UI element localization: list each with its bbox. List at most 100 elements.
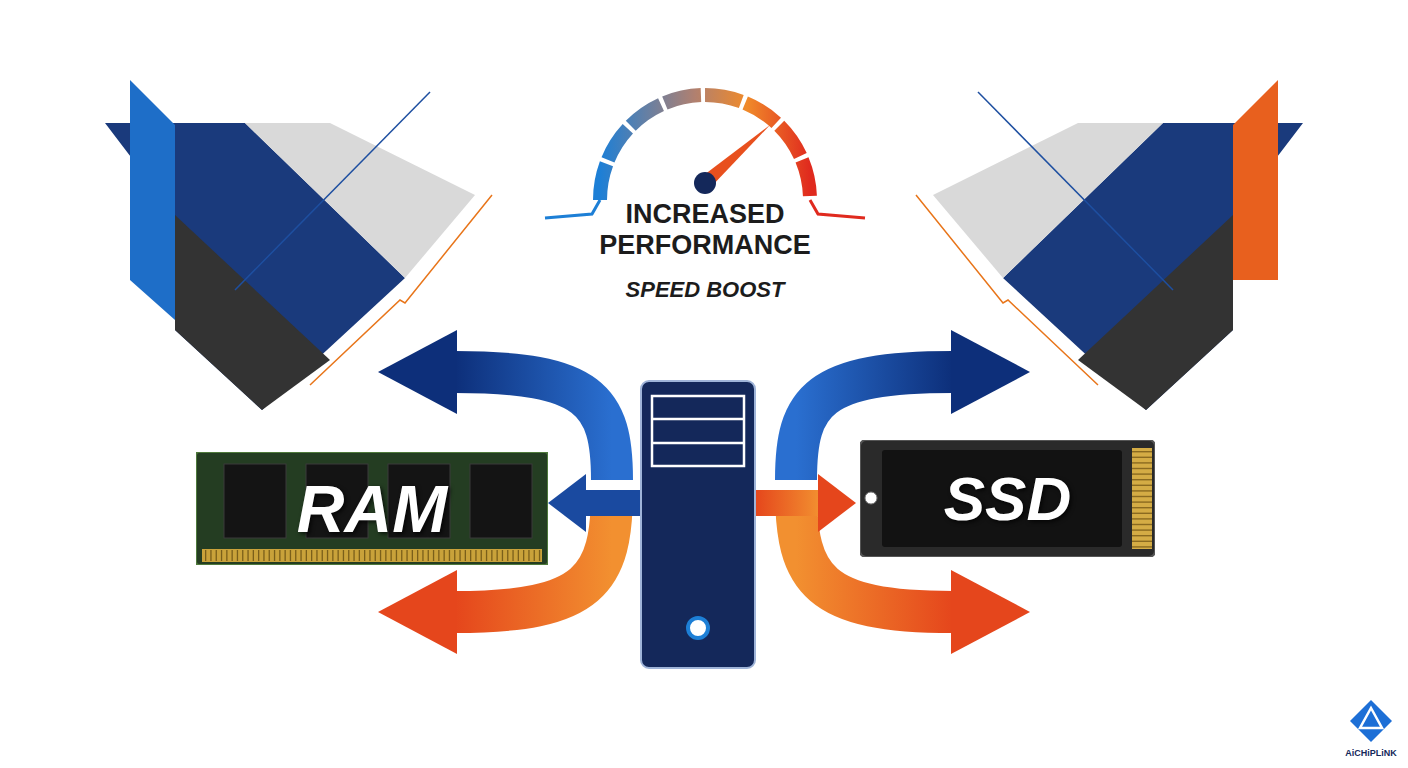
contact-gap [226,550,227,561]
contact-gap [1132,518,1152,519]
contact-gap [237,550,238,561]
contact-gap [528,550,529,561]
contact-gap [274,550,275,561]
contact-gap [396,550,397,561]
contact-gap [375,550,376,561]
contact-gap [343,550,344,561]
arrow-head [378,330,457,414]
contact-gap [428,550,429,561]
gauge-wing [810,200,865,218]
contact-gap [481,550,482,561]
contact-gap [454,550,455,561]
gauge-arc [600,95,810,200]
contact-gap [348,550,349,561]
contact-gap [1132,479,1152,480]
gray-facet [933,123,1163,278]
contact-gap [1132,457,1152,458]
arrow-head [818,474,856,532]
arrow-head [951,570,1030,654]
logo-mark [1350,700,1392,742]
charcoal-facet [175,215,330,410]
contact-gap [1132,541,1152,542]
gold-contacts [1132,448,1152,549]
subtitle: SPEED BOOST [555,277,855,303]
contact-gap [1132,529,1152,530]
module-label: RAM [196,452,548,565]
tower-case [641,381,755,668]
contact-gap [433,550,434,561]
contact-gap [306,550,307,561]
logo-diamond [1350,700,1392,742]
contact-gap [412,550,413,561]
contact-gap [459,550,460,561]
contact-gap [338,550,339,561]
contact-gap [290,550,291,561]
contact-gap [1132,535,1152,536]
contact-gap [210,550,211,561]
arrow-shaft [755,490,820,516]
power-button [688,618,708,638]
contact-gap [391,550,392,561]
memory-chip [224,464,286,538]
contact-gap [518,550,519,561]
orange-strip [1233,80,1278,280]
logo-glyph [1360,708,1382,728]
screw-notch [865,492,877,504]
needle-hub [694,172,716,194]
contact-gap [216,550,217,561]
contact-gap [316,550,317,561]
contact-gap [263,550,264,561]
ram-module: RAM [196,452,548,565]
contact-gap [1132,490,1152,491]
contact-gap [1132,513,1152,514]
ssd-board [860,440,1155,557]
charcoal-facet [1078,215,1233,410]
contact-gap [311,550,312,561]
arrow-head [951,330,1030,414]
contact-gap [253,550,254,561]
contact-gap [205,550,206,561]
contact-gap [221,550,222,561]
bay-line [652,442,744,445]
arrow-head [378,570,457,654]
contact-gap [385,550,386,561]
contact-gap [332,550,333,561]
contact-gap [470,550,471,561]
contact-gap [279,550,280,561]
diagram-title: INCREASED PERFORMANCE [590,199,820,261]
contact-gap [534,550,535,561]
contact-gap [258,550,259,561]
contact-gap [486,550,487,561]
arrow-head [548,474,586,532]
contact-gap [285,550,286,561]
contact-gap [1132,462,1152,463]
contact-gap [497,550,498,561]
blue-strip [130,80,175,320]
contact-gap [539,550,540,561]
contact-gap [523,550,524,561]
watermark: AiCHiPLiNK [1326,748,1408,758]
memory-chip [470,464,532,538]
drive-bay [652,396,744,466]
contact-gap [322,550,323,561]
contact-gap [422,550,423,561]
contact-gap [438,550,439,561]
accent-line [978,92,1173,290]
contact-gap [1132,524,1152,525]
contact-gap [1132,501,1152,502]
contact-gap [359,550,360,561]
gray-facet [245,123,475,278]
contact-gap [369,550,370,561]
contact-gap [512,550,513,561]
contact-gap [295,550,296,561]
contact-gap [1132,451,1152,452]
contact-gap [507,550,508,561]
contact-gap [417,550,418,561]
contact-gap [449,550,450,561]
contact-gap [269,550,270,561]
contact-gap [491,550,492,561]
contact-gap [1132,507,1152,508]
